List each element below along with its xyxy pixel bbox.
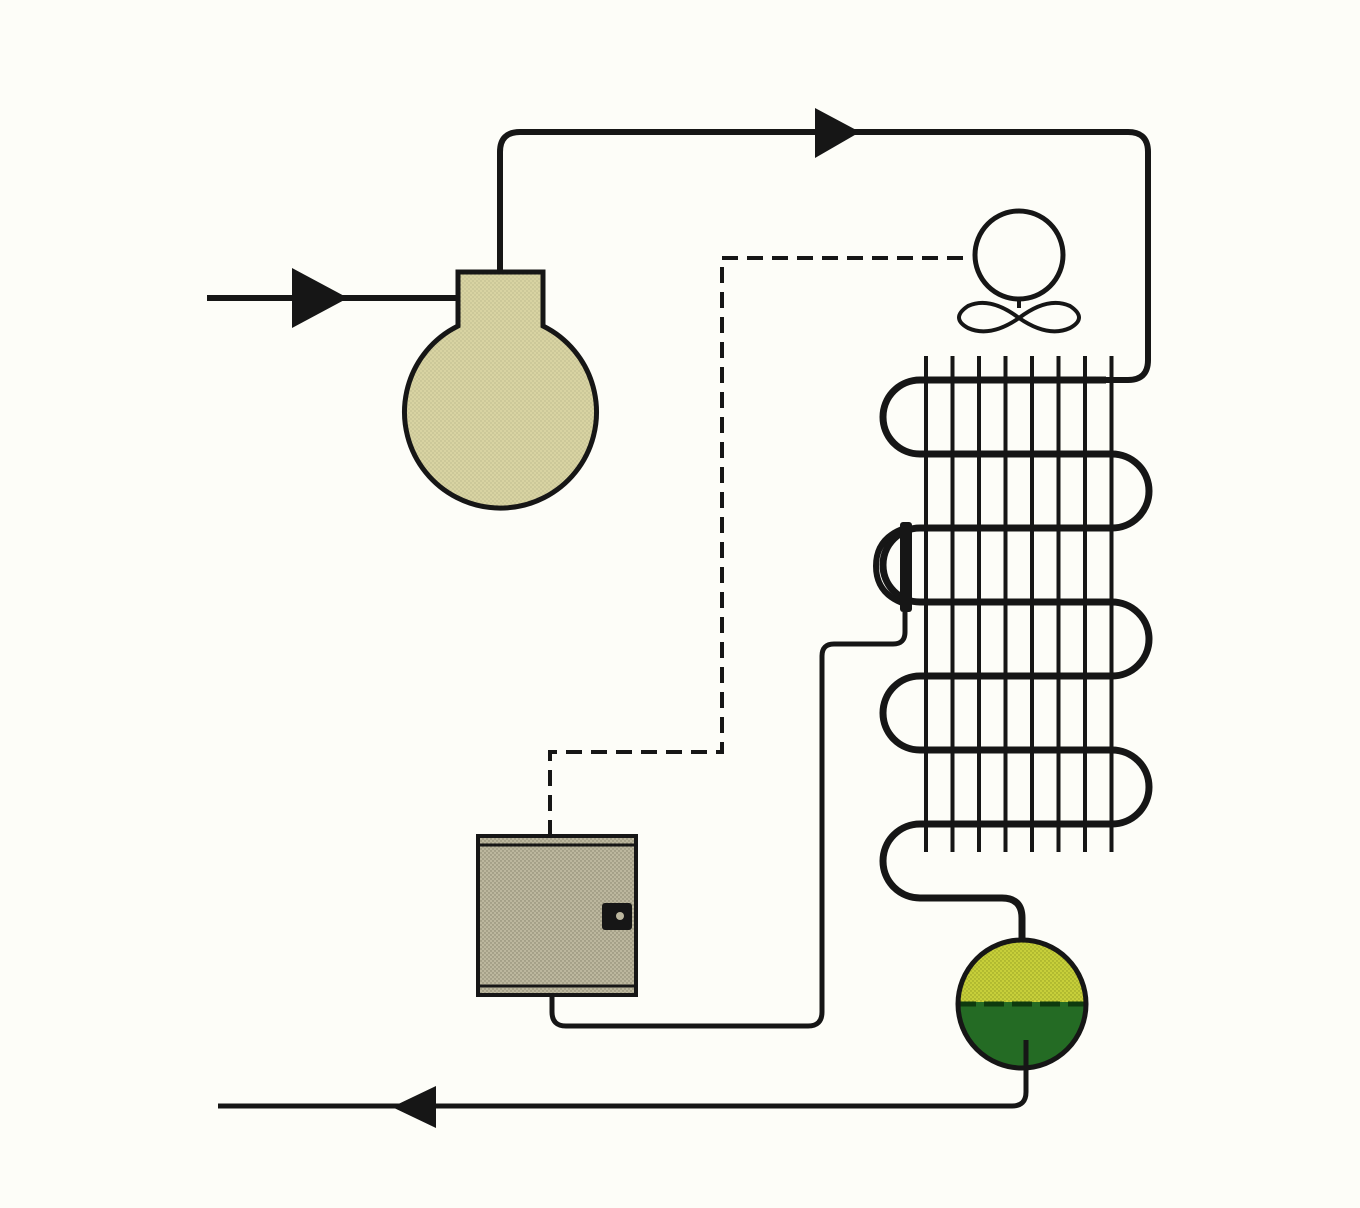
capillary-line xyxy=(549,612,908,1029)
pressure-sensor xyxy=(872,522,912,612)
suction-inlet-line xyxy=(207,268,460,328)
condenser-coil xyxy=(879,356,1153,940)
coil-tube xyxy=(879,376,1153,940)
liquid-outlet-line xyxy=(218,1068,1029,1128)
discharge-line xyxy=(497,108,1151,383)
outlet-arrow-icon xyxy=(392,1086,436,1128)
control-dashed-line xyxy=(548,256,972,836)
inlet-arrow-icon xyxy=(292,268,348,328)
control-box xyxy=(476,834,638,997)
discharge-arrow-icon xyxy=(815,108,860,158)
compressor xyxy=(402,269,599,511)
fan-motor-icon xyxy=(957,208,1081,334)
liquid-receiver xyxy=(955,937,1089,1071)
